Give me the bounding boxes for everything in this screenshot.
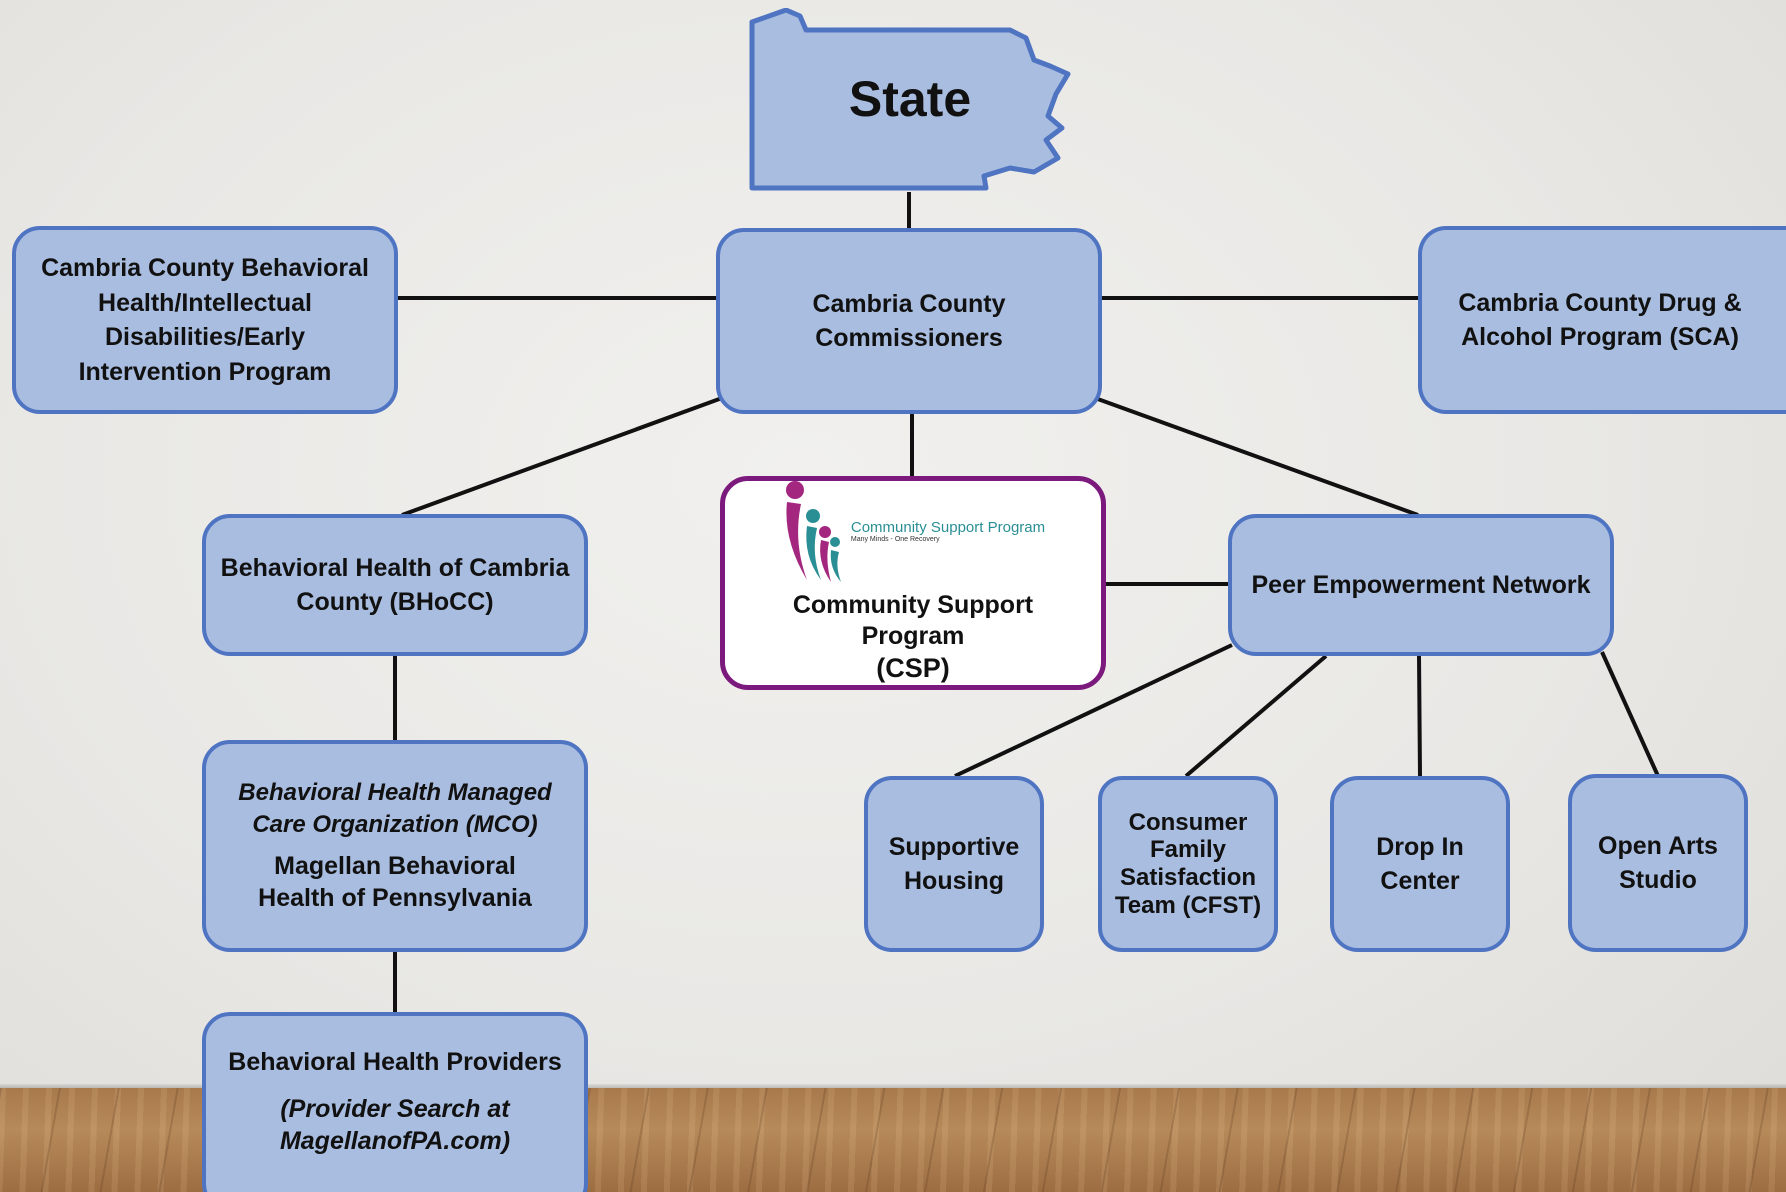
- connector-commissioners-bhocc: [401, 396, 723, 517]
- cfst-box[interactable]: Consumer Family Satisfaction Team (CFST): [1098, 776, 1278, 952]
- bh-idei-box[interactable]: Cambria County Behavioral Health/Intelle…: [12, 226, 398, 414]
- csp-box[interactable]: Community Support Program Many Minds - O…: [720, 476, 1106, 690]
- floor-edge: [0, 1084, 1786, 1090]
- csp-people-logo-icon: [785, 480, 841, 582]
- pen-box[interactable]: Peer Empowerment Network: [1228, 514, 1614, 656]
- pen-label: Peer Empowerment Network: [1251, 570, 1591, 599]
- commissioners-box[interactable]: Cambria County Commissioners: [716, 228, 1102, 414]
- mco-name-label: Magellan Behavioral Health of Pennsylvan…: [258, 851, 532, 913]
- sca-box[interactable]: Cambria County Drug & Alcohol Program (S…: [1418, 226, 1786, 414]
- mco-type-label: Behavioral Health Managed Care Organizat…: [238, 779, 552, 838]
- csp-logo: Community Support Program Many Minds - O…: [781, 480, 1045, 584]
- commissioners-label: Cambria County Commissioners: [812, 289, 1006, 353]
- connector-pen-cfst: [1184, 654, 1328, 778]
- supportive-housing-box[interactable]: Supportive Housing: [864, 776, 1044, 952]
- connector-commissioners-pen: [1094, 396, 1419, 517]
- csp-title-line2: (CSP): [876, 653, 950, 684]
- csp-logo-tagline: Many Minds - One Recovery: [850, 536, 940, 544]
- csp-logo-name: Community Support Program: [850, 518, 1046, 536]
- state-label: State: [848, 71, 972, 127]
- drop-in-center-label: Drop In Center: [1376, 832, 1464, 896]
- bhocc-box[interactable]: Behavioral Health of Cambria County (BHo…: [202, 514, 588, 656]
- sca-label: Cambria County Drug & Alcohol Program (S…: [1458, 288, 1742, 352]
- supportive-housing-label: Supportive Housing: [888, 832, 1020, 896]
- open-arts-studio-label: Open Arts Studio: [1598, 831, 1718, 895]
- bh-idei-label: Cambria County Behavioral Health/Intelle…: [41, 254, 369, 386]
- mco-box[interactable]: Behavioral Health Managed Care Organizat…: [202, 740, 588, 952]
- connector-pen-dropin: [1417, 655, 1422, 777]
- pennsylvania-state-shape-icon: [749, 7, 1071, 191]
- connector-pen-arts: [1600, 651, 1660, 777]
- state-node: State: [748, 7, 1072, 192]
- drop-in-center-box[interactable]: Drop In Center: [1330, 776, 1510, 952]
- csp-title-line1: Community Support Program: [792, 590, 1034, 651]
- open-arts-studio-box[interactable]: Open Arts Studio: [1568, 774, 1748, 952]
- providers-search-note: (Provider Search at MagellanofPA.com): [279, 1094, 511, 1156]
- providers-title: Behavioral Health Providers: [228, 1048, 562, 1076]
- connector-pen-housing: [954, 643, 1233, 778]
- providers-box[interactable]: Behavioral Health Providers (Provider Se…: [202, 1012, 588, 1192]
- bhocc-label: Behavioral Health of Cambria County (BHo…: [220, 553, 570, 617]
- cfst-label: Consumer Family Satisfaction Team (CFST): [1114, 808, 1262, 919]
